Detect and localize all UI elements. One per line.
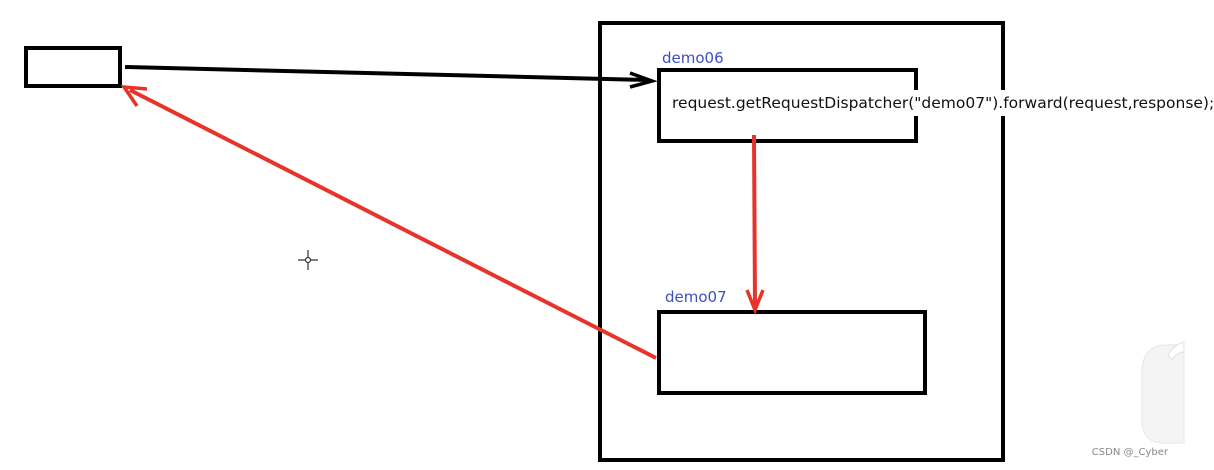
client-box [24, 46, 122, 88]
response-arrow [129, 88, 657, 360]
server-container [598, 21, 1005, 462]
watermark: CSDN @_Cyber [1091, 447, 1168, 458]
forward-code-text: request.getRequestDispatcher("demo07").f… [672, 94, 1214, 112]
demo06-label: demo06 [662, 49, 724, 67]
floating-widget-tab [1167, 341, 1185, 361]
demo07-box [657, 310, 927, 395]
floating-widget [1141, 344, 1185, 444]
response-arrow-head [120, 84, 148, 107]
forward-arrow-head [745, 289, 765, 315]
code-backing [668, 90, 1172, 116]
demo07-label: demo07 [665, 288, 727, 306]
forward-arrow [752, 134, 757, 306]
diagram-canvas [24, 21, 1185, 462]
crosshair-cursor-icon [298, 250, 318, 270]
request-arrow-head [629, 71, 658, 89]
request-arrow [124, 65, 649, 82]
